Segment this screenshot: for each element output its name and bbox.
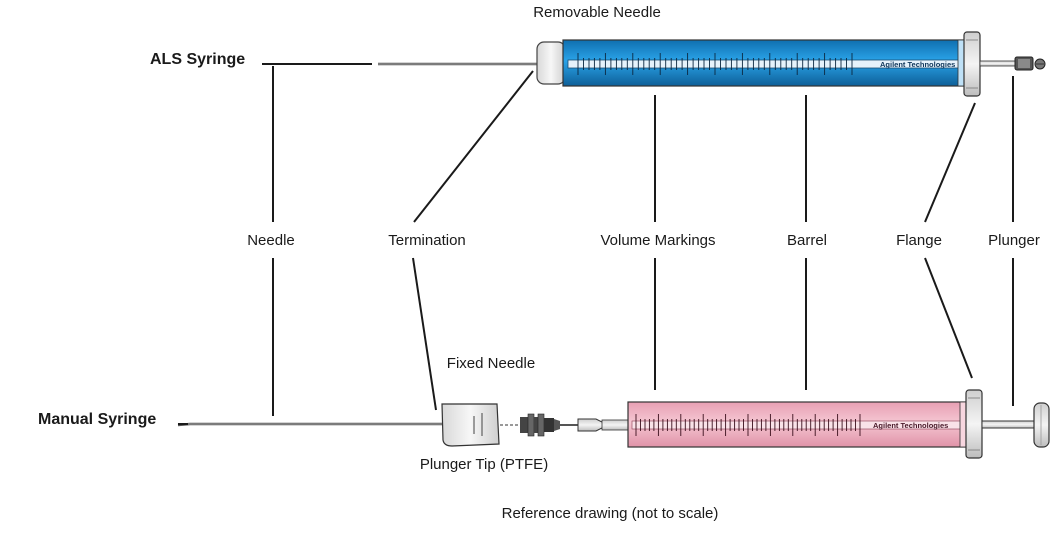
als-plunger — [979, 60, 1017, 67]
fixed-needle-label: Fixed Needle — [446, 355, 536, 372]
manual-plunger — [981, 420, 1035, 429]
leader-lines — [178, 63, 1014, 425]
als-termination — [536, 41, 566, 85]
flange-leader-bottom — [924, 257, 973, 379]
als-volume-markings — [577, 53, 853, 75]
manual-termination — [441, 403, 500, 447]
needle-label: Needle — [247, 232, 295, 249]
manual-syringe-drawing: Agilent Technologies — [177, 389, 1050, 459]
plunger-label: Plunger — [988, 232, 1040, 249]
removable-needle-label: Removable Needle — [533, 4, 661, 21]
termination-leader-top — [413, 70, 534, 223]
als-flange — [963, 31, 981, 97]
volume-markings-label: Volume Markings — [600, 232, 716, 249]
flange-label: Flange — [896, 232, 942, 249]
als-brand: Agilent Technologies — [880, 60, 955, 69]
manual-volume-markings — [635, 414, 861, 436]
caption: Reference drawing (not to scale) — [501, 505, 719, 522]
termination-label: Termination — [388, 232, 466, 249]
flange-leader-top — [924, 102, 976, 223]
termination-leader-bottom — [412, 257, 437, 411]
manual-brand: Agilent Technologies — [873, 421, 948, 430]
manual-syringe-label: Manual Syringe — [38, 411, 157, 428]
als-syringe-drawing: Agilent Technologies — [378, 31, 1046, 97]
plunger-tip-label: Plunger Tip (PTFE) — [419, 456, 549, 473]
manual-flange — [965, 389, 983, 459]
plunger-tip-ptfe — [520, 413, 560, 437]
barrel-label: Barrel — [786, 232, 828, 249]
als-syringe-label: ALS Syringe — [150, 51, 246, 68]
